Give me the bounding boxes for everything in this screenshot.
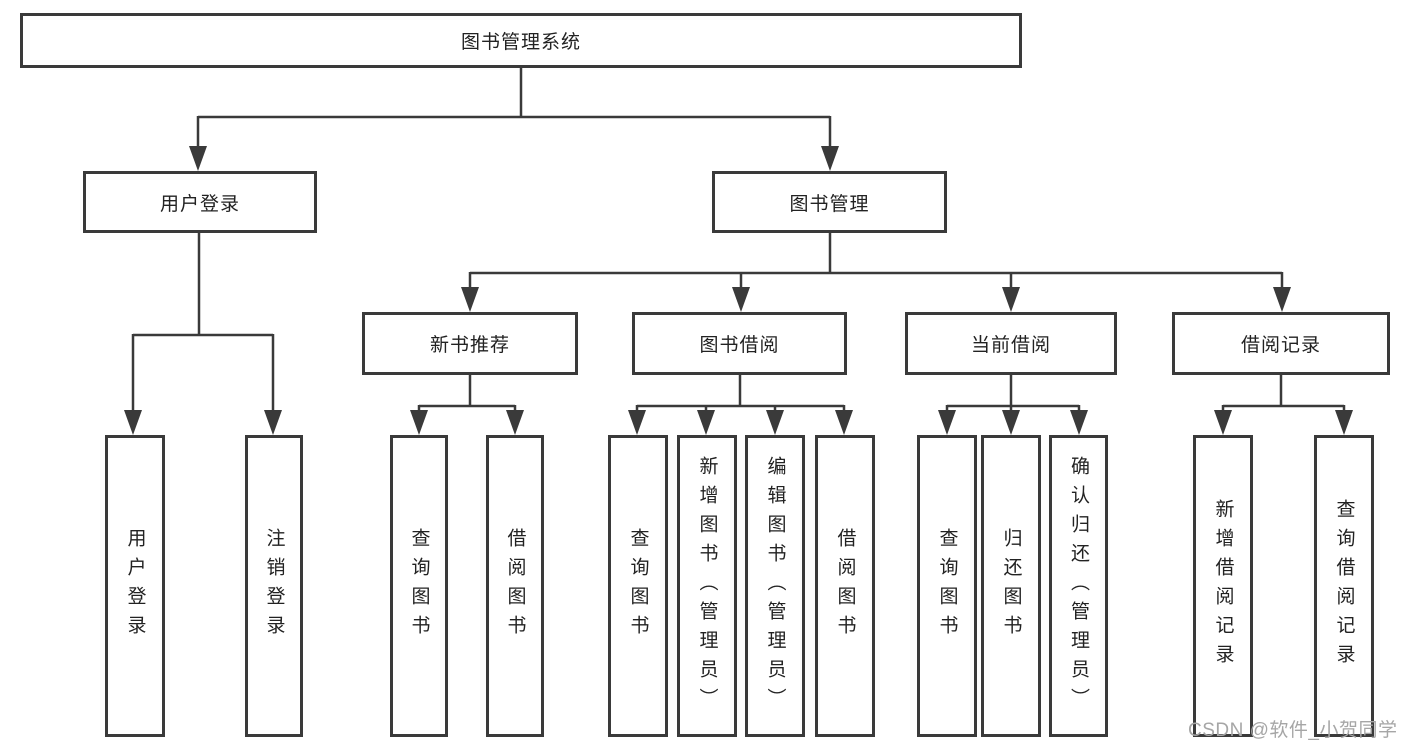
arrow-icon [1273, 287, 1291, 312]
arrow-icon [1002, 287, 1020, 312]
arrow-icon [938, 410, 956, 435]
arrow-icon [697, 410, 715, 435]
node-root-system: 图书管理系统 [20, 13, 1022, 68]
arrow-icon [461, 287, 479, 312]
leaf-label: 注销登录 [263, 528, 285, 644]
arrow-icon [124, 410, 142, 435]
node-book-management-branch: 图书管理 [712, 171, 947, 233]
leaf-borrow-books-recommend: 借阅图书 [486, 435, 544, 737]
node-borrow-records: 借阅记录 [1172, 312, 1390, 375]
node-current-borrow: 当前借阅 [905, 312, 1117, 375]
node-new-book-recommend: 新书推荐 [362, 312, 578, 375]
leaf-query-books-current: 查询图书 [917, 435, 977, 737]
arrow-icon [1070, 410, 1088, 435]
leaf-label: 新增图书（管理员） [696, 455, 718, 717]
arrow-icon [1002, 410, 1020, 435]
csdn-watermark: CSDN @软件_小贺同学 [1188, 720, 1398, 741]
node-user-login-branch: 用户登录 [83, 171, 317, 233]
leaf-label: 编辑图书（管理员） [764, 455, 786, 717]
leaf-label: 用户登录 [124, 528, 146, 644]
leaf-label: 查询图书 [408, 528, 430, 644]
arrow-icon [766, 410, 784, 435]
arrow-icon [1335, 410, 1353, 435]
leaf-confirm-return-admin: 确认归还（管理员） [1049, 435, 1108, 737]
leaf-label: 借阅图书 [504, 528, 526, 644]
connector-edges [131, 68, 1346, 416]
leaf-label: 借阅图书 [834, 528, 856, 644]
arrow-icon [628, 410, 646, 435]
leaf-label: 确认归还（管理员） [1068, 455, 1089, 717]
leaf-return-books: 归还图书 [981, 435, 1041, 737]
leaf-logout: 注销登录 [245, 435, 303, 737]
arrow-icon [264, 410, 282, 435]
arrow-icon [821, 146, 839, 171]
leaf-label: 新增借阅记录 [1212, 499, 1234, 673]
node-book-borrow: 图书借阅 [632, 312, 847, 375]
arrowhead-icons [124, 146, 1353, 435]
arrow-icon [506, 410, 524, 435]
arrow-icon [1214, 410, 1232, 435]
leaf-label: 归还图书 [1000, 528, 1022, 644]
leaf-label: 查询图书 [936, 528, 958, 644]
leaf-query-books-recommend: 查询图书 [390, 435, 448, 737]
arrow-icon [189, 146, 207, 171]
leaf-edit-books-admin: 编辑图书（管理员） [745, 435, 805, 737]
leaf-label: 查询借阅记录 [1333, 499, 1355, 673]
leaf-query-borrow-record: 查询借阅记录 [1314, 435, 1374, 737]
leaf-query-books-borrow: 查询图书 [608, 435, 668, 737]
leaf-add-books-admin: 新增图书（管理员） [677, 435, 737, 737]
arrow-icon [732, 287, 750, 312]
arrow-icon [410, 410, 428, 435]
arrow-icon [835, 410, 853, 435]
leaf-user-login: 用户登录 [105, 435, 165, 737]
leaf-label: 查询图书 [627, 528, 649, 644]
leaf-add-borrow-record: 新增借阅记录 [1193, 435, 1253, 737]
leaf-borrow-books: 借阅图书 [815, 435, 875, 737]
